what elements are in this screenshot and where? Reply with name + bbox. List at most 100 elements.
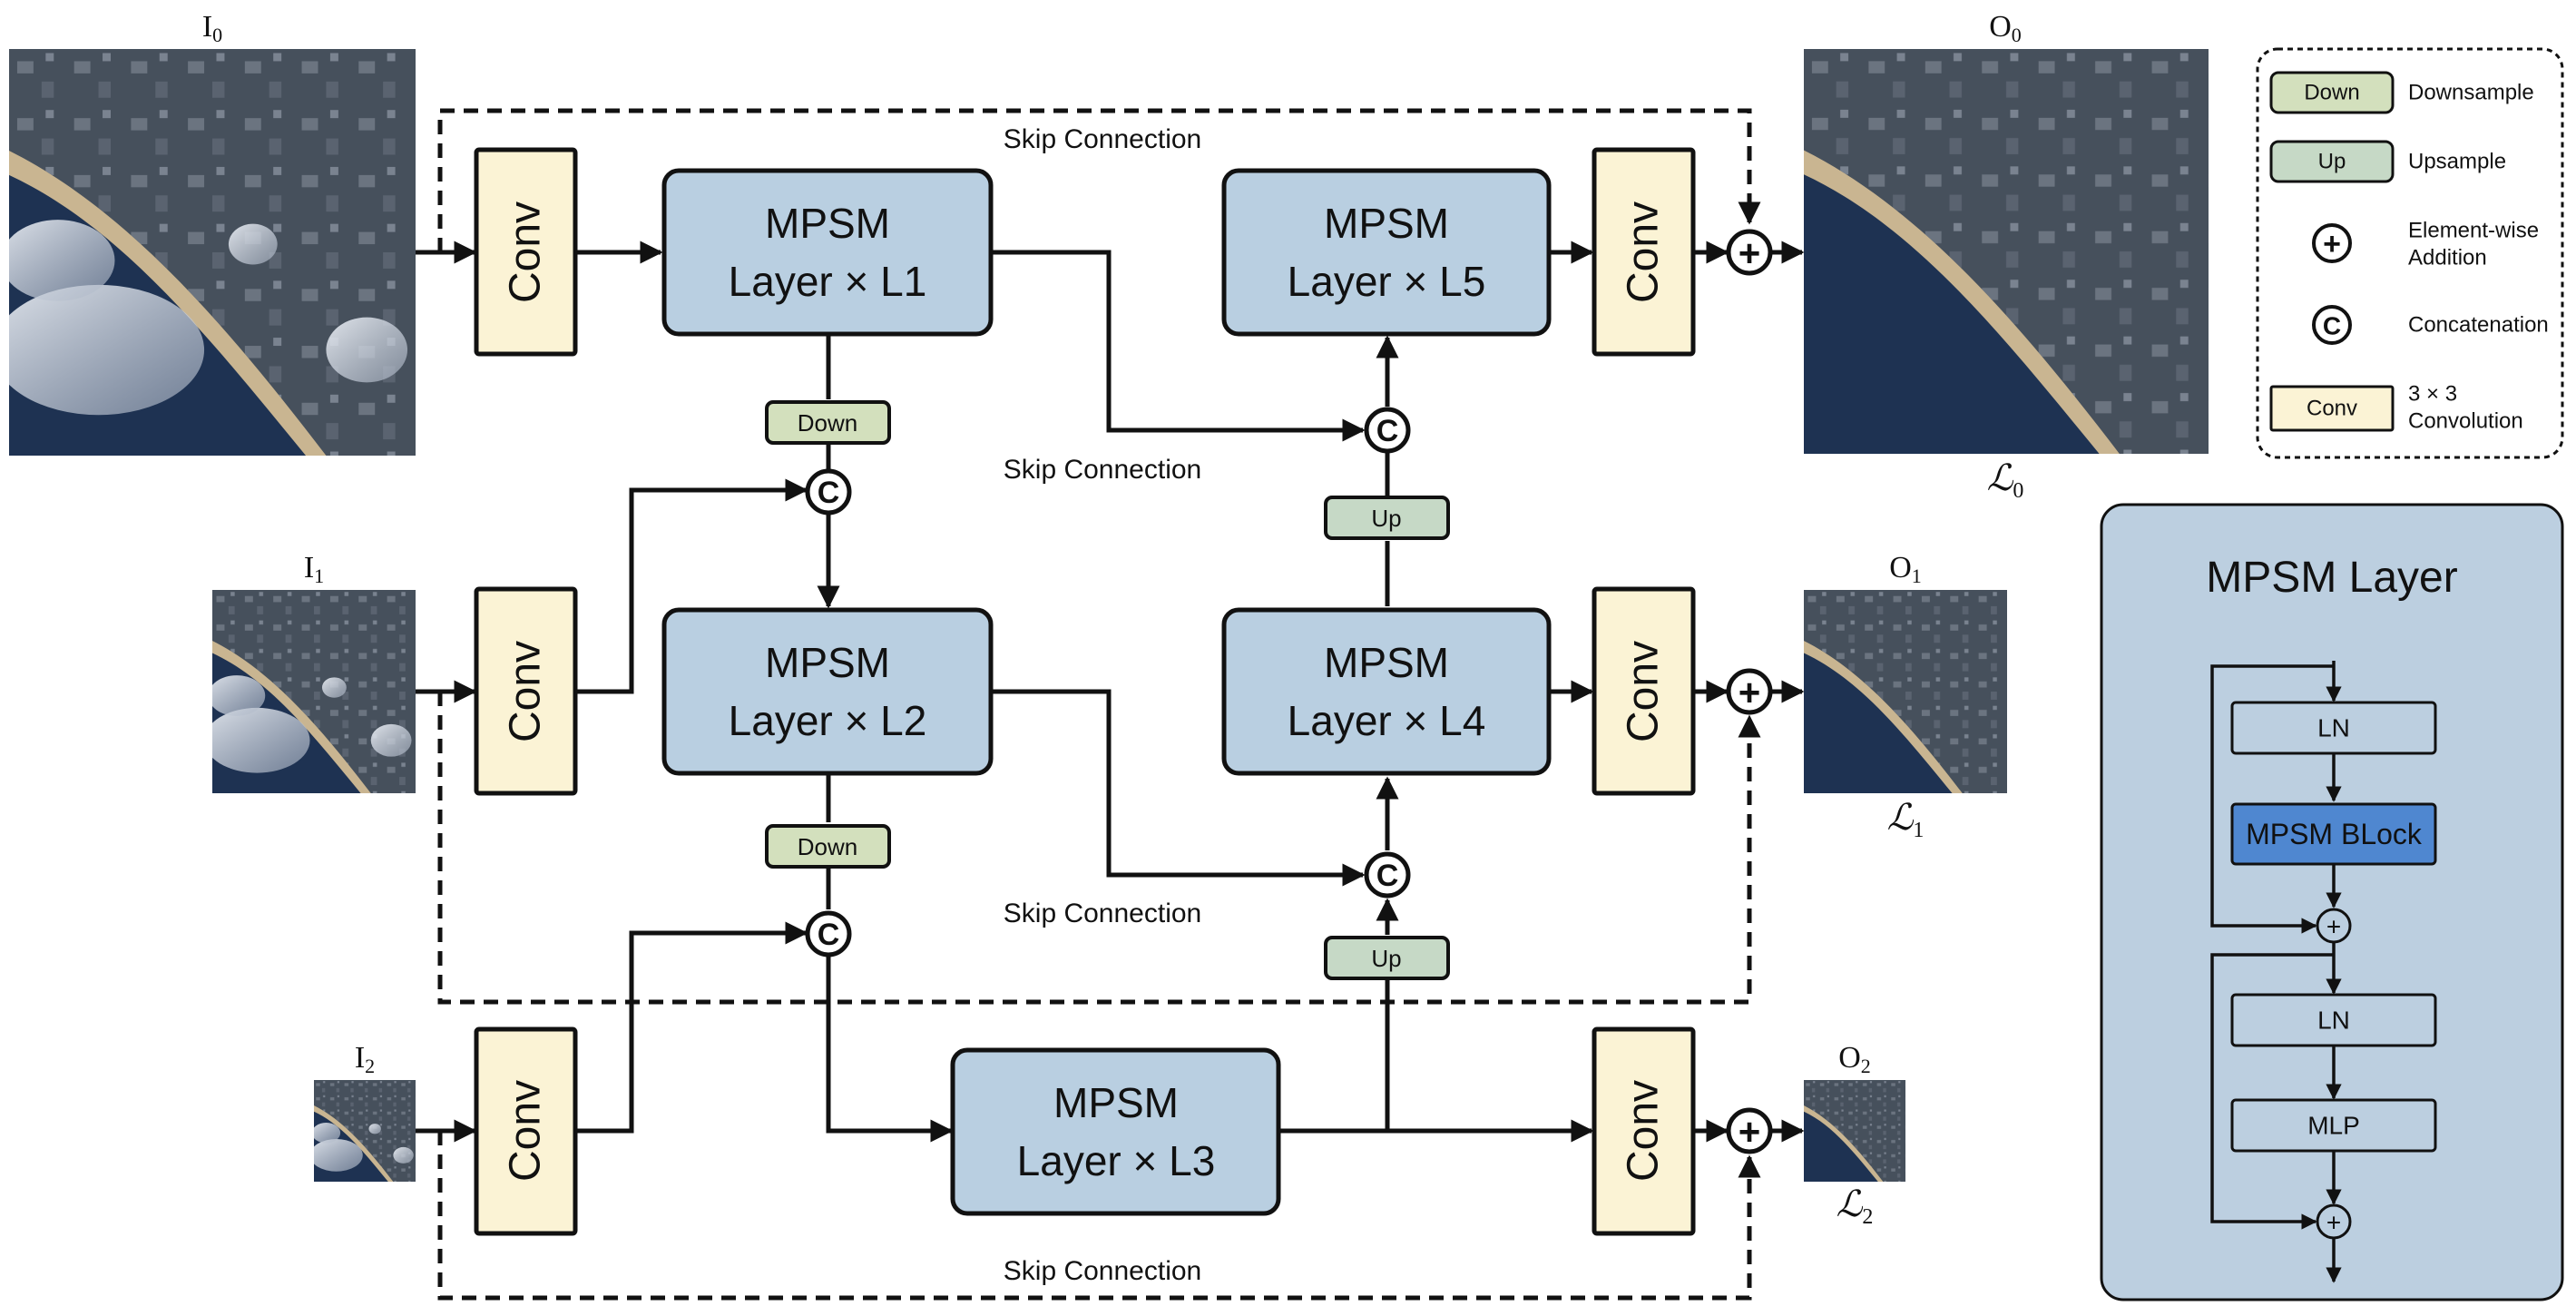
svg-text:Layer × L1: Layer × L1 bbox=[729, 258, 927, 305]
svg-text:MLP: MLP bbox=[2307, 1112, 2360, 1140]
svg-text:Conv: Conv bbox=[502, 641, 550, 742]
svg-text:3 × 3: 3 × 3 bbox=[2408, 382, 2457, 407]
svg-text:Conv: Conv bbox=[1620, 201, 1668, 303]
svg-text:C: C bbox=[1376, 859, 1399, 893]
svg-text:MPSM: MPSM bbox=[765, 200, 890, 247]
mpsm-layer-title: MPSM Layer bbox=[2206, 554, 2457, 602]
up-pill-0: Up bbox=[1324, 496, 1450, 540]
mpsm-layer-mlp: MLP bbox=[2230, 1098, 2437, 1153]
svg-text:MPSM: MPSM bbox=[765, 639, 890, 686]
svg-text:+: + bbox=[1739, 672, 1761, 714]
mpsm-layer-ln-2: LN bbox=[2230, 993, 2437, 1047]
svg-text:LN: LN bbox=[2317, 1007, 2350, 1035]
svg-text:Up: Up bbox=[1371, 945, 1401, 972]
legend: Down Downsample Up Upsample + Element-wi… bbox=[2256, 47, 2564, 459]
svg-text:+: + bbox=[1739, 1111, 1761, 1154]
input-label-1: I1 bbox=[304, 551, 324, 587]
mpsm-block-l1: MPSM Layer × L1 bbox=[661, 168, 994, 337]
output-image-1 bbox=[1804, 590, 2007, 793]
svg-text:+: + bbox=[2326, 1209, 2341, 1237]
mpsm-block-l5: MPSM Layer × L5 bbox=[1221, 168, 1552, 337]
flow-arrows bbox=[416, 241, 1805, 1143]
concat-circle-1: C bbox=[805, 910, 852, 958]
mpsm-layer-add-2: + bbox=[2316, 1203, 2352, 1240]
legend-add: + Element-wise Addition bbox=[2312, 219, 2539, 270]
svg-text:Element-wise: Element-wise bbox=[2408, 219, 2539, 243]
svg-text:LN: LN bbox=[2317, 714, 2350, 742]
svg-text:Conv: Conv bbox=[502, 201, 550, 303]
svg-text:+: + bbox=[1739, 232, 1761, 275]
svg-text:MPSM: MPSM bbox=[1053, 1079, 1179, 1126]
add-circle-2: + bbox=[1726, 1107, 1773, 1154]
loss-label-0: ℒ0 bbox=[1987, 457, 2024, 503]
svg-text:Conv: Conv bbox=[1620, 641, 1668, 742]
svg-text:+: + bbox=[2323, 227, 2341, 261]
skip-line-0 bbox=[437, 108, 1761, 252]
conv-block-in-1: Conv bbox=[474, 586, 578, 796]
skip-line-2 bbox=[437, 1131, 1761, 1301]
mpsm-layer-block: MPSM BLock bbox=[2230, 802, 2437, 866]
svg-text:C: C bbox=[2323, 312, 2341, 340]
mpsm-layer-add-1: + bbox=[2316, 908, 2352, 944]
legend-concat: C Concatenation bbox=[2312, 305, 2549, 345]
output-label-2: O2 bbox=[1838, 1041, 1871, 1077]
svg-text:C: C bbox=[818, 476, 840, 510]
loss-label-2: ℒ2 bbox=[1837, 1183, 1874, 1229]
svg-text:Up: Up bbox=[1371, 505, 1401, 532]
concat-circle-2: C bbox=[1364, 407, 1411, 454]
svg-text:Upsample: Upsample bbox=[2408, 150, 2506, 174]
svg-text:C: C bbox=[1376, 414, 1399, 448]
conv-block-out-2: Conv bbox=[1592, 1026, 1696, 1236]
conv-block-out-0: Conv bbox=[1592, 147, 1696, 357]
mpsm-block-l2: MPSM Layer × L2 bbox=[661, 607, 994, 776]
skip-connections bbox=[437, 108, 1761, 1301]
concat-circle-3: C bbox=[1364, 851, 1411, 899]
skip-line-1 bbox=[437, 692, 1761, 1005]
svg-text:Layer × L2: Layer × L2 bbox=[729, 697, 927, 744]
svg-text:MPSM BLock: MPSM BLock bbox=[2246, 818, 2423, 850]
down-pill-1: Down bbox=[765, 824, 891, 869]
svg-text:Addition: Addition bbox=[2408, 246, 2487, 270]
concat-circle-0: C bbox=[805, 468, 852, 516]
svg-text:Layer × L5: Layer × L5 bbox=[1288, 258, 1486, 305]
svg-text:Conv: Conv bbox=[502, 1080, 550, 1182]
svg-text:Down: Down bbox=[2304, 81, 2359, 105]
svg-text:Concatenation: Concatenation bbox=[2408, 313, 2549, 338]
up-pill-1: Up bbox=[1324, 936, 1450, 980]
add-circle-1: + bbox=[1726, 668, 1773, 715]
skip-label-1: Skip Connection bbox=[1004, 455, 1201, 485]
mpsm-block-l3: MPSM Layer × L3 bbox=[950, 1047, 1281, 1216]
mpsm-layer-ln-1: LN bbox=[2230, 701, 2437, 755]
output-image-0 bbox=[1804, 49, 2209, 454]
legend-up: Up Upsample bbox=[2269, 140, 2506, 183]
input-label-2: I2 bbox=[355, 1041, 375, 1077]
output-label-1: O1 bbox=[1889, 551, 1922, 587]
mpsm-layer-panel: MPSM Layer LN MPSM BLock + LN bbox=[2100, 503, 2564, 1301]
svg-text:MPSM: MPSM bbox=[1324, 200, 1449, 247]
svg-text:Layer × L4: Layer × L4 bbox=[1288, 697, 1486, 744]
mpsm-block-l4: MPSM Layer × L4 bbox=[1221, 607, 1552, 776]
svg-text:Conv: Conv bbox=[1620, 1080, 1668, 1182]
down-pill-0: Down bbox=[765, 400, 891, 445]
skip-label-3: Skip Connection bbox=[1004, 1256, 1201, 1286]
svg-text:Conv: Conv bbox=[2307, 397, 2357, 421]
input-image-0 bbox=[0, 49, 416, 456]
skip-label-0: Skip Connection bbox=[1004, 124, 1201, 154]
conv-block-in-0: Conv bbox=[474, 147, 578, 357]
svg-text:Down: Down bbox=[798, 833, 857, 860]
conv-block-in-2: Conv bbox=[474, 1026, 578, 1236]
add-circle-0: + bbox=[1726, 229, 1773, 276]
skip-label-2: Skip Connection bbox=[1004, 899, 1201, 928]
legend-down: Down Downsample bbox=[2269, 71, 2534, 114]
svg-text:Downsample: Downsample bbox=[2408, 81, 2534, 105]
input-image-2 bbox=[310, 1080, 416, 1182]
svg-text:C: C bbox=[818, 918, 840, 952]
loss-label-1: ℒ1 bbox=[1887, 797, 1925, 842]
legend-conv: Conv 3 × 3 Convolution bbox=[2269, 382, 2523, 434]
output-label-0: O0 bbox=[1989, 10, 2022, 46]
svg-text:Convolution: Convolution bbox=[2408, 409, 2523, 434]
svg-text:MPSM: MPSM bbox=[1324, 639, 1449, 686]
conv-block-out-1: Conv bbox=[1592, 586, 1696, 796]
output-image-2 bbox=[1804, 1080, 1905, 1182]
